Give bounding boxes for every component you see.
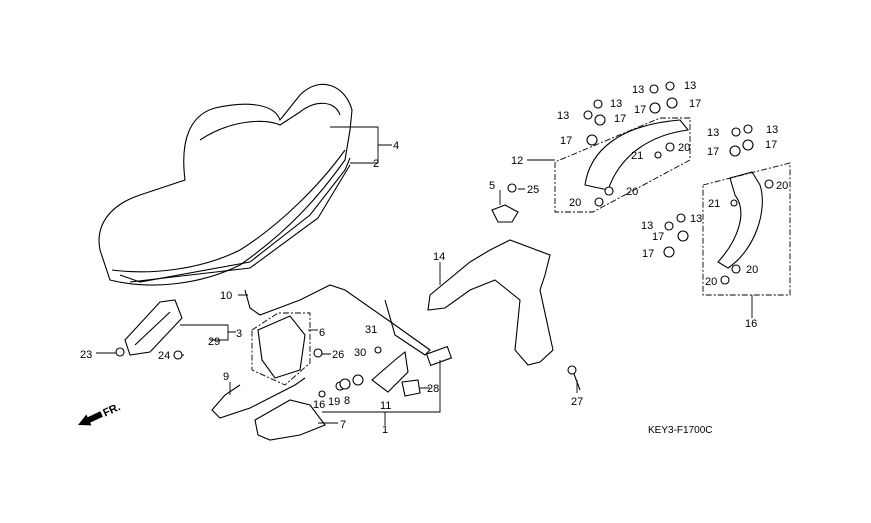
callout-28: 28 <box>427 383 439 395</box>
callout-grip-21: 21 <box>708 198 720 210</box>
callout-grip-13c: 13 <box>641 220 653 232</box>
key-cylinder-drawing <box>318 345 453 398</box>
fastener-drawings <box>115 81 774 360</box>
callout-rail-20c: 20 <box>569 197 581 209</box>
callout-14: 14 <box>433 251 445 263</box>
callout-grip-17d: 17 <box>642 248 654 260</box>
callout-grip-20b: 20 <box>746 264 758 276</box>
grab-rail-drawing <box>554 117 691 213</box>
callout-rail-13a: 13 <box>632 84 644 96</box>
callout-23: 23 <box>80 349 92 361</box>
callout-rail-13b: 13 <box>684 80 696 92</box>
callout-11: 11 <box>380 400 391 412</box>
callout-25: 25 <box>527 184 539 196</box>
callout-grip-13a: 13 <box>707 127 719 139</box>
callout-3: 3 <box>236 328 242 340</box>
rear-grip-drawing <box>702 162 791 296</box>
callout-5: 5 <box>489 180 495 192</box>
callout-grip-20a: 20 <box>776 180 788 192</box>
callout-rail-17d: 17 <box>560 135 572 147</box>
callout-16-cyl: 16 <box>313 399 325 411</box>
callout-grip-17a: 17 <box>707 146 719 158</box>
callout-grip-20c: 20 <box>705 276 717 288</box>
seat-lock-drawing <box>251 312 311 386</box>
callout-rail-20a: 20 <box>678 142 690 154</box>
callout-26: 26 <box>332 349 344 361</box>
seat-bracket-drawing <box>427 183 581 391</box>
lock-cover-drawing <box>254 399 326 441</box>
callout-grip-13b: 13 <box>766 124 778 136</box>
callout-grip-13d: 13 <box>690 213 702 225</box>
callout-4: 4 <box>393 140 399 152</box>
callout-7: 7 <box>340 419 346 431</box>
callout-19: 19 <box>328 396 340 408</box>
callout-27: 27 <box>571 396 583 408</box>
callout-rail-13d: 13 <box>610 98 622 110</box>
seat-drawing <box>98 83 353 286</box>
lock-cable-drawing <box>211 377 306 419</box>
callout-rail-13c: 13 <box>557 110 569 122</box>
hinge-drawing <box>124 299 183 356</box>
front-direction-arrow: FR. <box>78 401 122 426</box>
seat-cable-drawing <box>244 284 431 356</box>
callout-31: 31 <box>365 324 377 336</box>
callout-9: 9 <box>223 371 229 383</box>
callout-24: 24 <box>158 350 170 362</box>
callout-1: 1 <box>382 424 388 436</box>
callout-30: 30 <box>354 347 366 359</box>
callout-10: 10 <box>220 290 232 302</box>
leader-lines <box>96 126 753 425</box>
fr-label: FR. <box>101 401 122 419</box>
callout-grip-17b: 17 <box>765 139 777 151</box>
callout-6: 6 <box>319 327 325 339</box>
callout-rail-21: 21 <box>631 150 643 162</box>
callout-16-grip: 16 <box>745 318 757 330</box>
callout-12: 12 <box>511 155 523 167</box>
callout-8: 8 <box>344 395 350 407</box>
callout-rail-20b: 20 <box>626 186 638 198</box>
callout-29: 29 <box>208 336 220 348</box>
diagram-code: KEY3-F1700C <box>648 425 712 436</box>
callout-2: 2 <box>373 158 379 170</box>
callout-rail-17c: 17 <box>614 113 626 125</box>
callout-grip-17c: 17 <box>652 231 664 243</box>
callout-rail-17b: 17 <box>689 98 701 110</box>
callout-rail-17a: 17 <box>634 104 646 116</box>
